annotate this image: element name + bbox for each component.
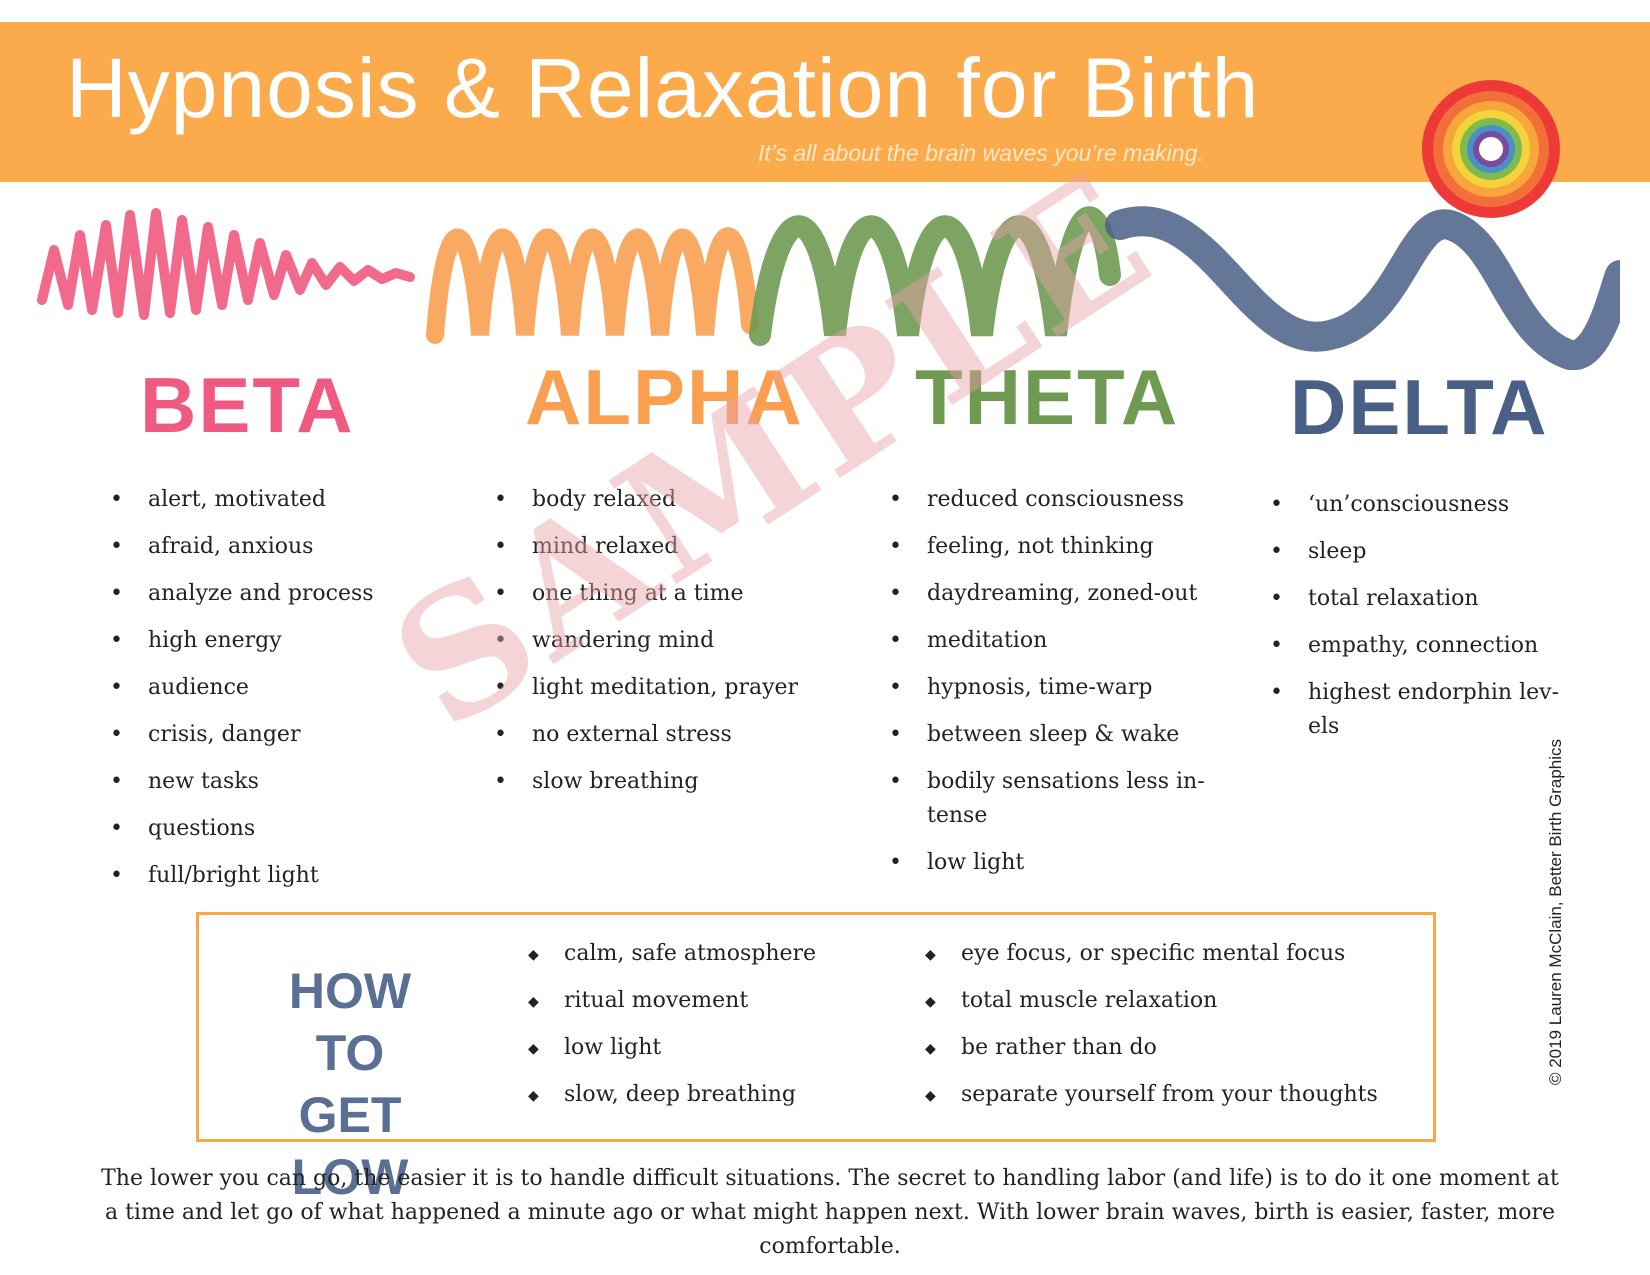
list-item: between sleep & wake <box>889 718 1219 752</box>
alpha-list: body relaxed mind relaxed one thing at a… <box>494 483 874 812</box>
list-item: slow, deep breathing <box>528 1078 908 1113</box>
theta-wave-icon <box>749 206 1121 346</box>
list-item: empathy, connection <box>1270 629 1560 663</box>
list-item: total relaxation <box>1270 582 1560 616</box>
list-item: meditation <box>889 624 1219 658</box>
how-to-list-left: calm, safe atmosphere ritual movement lo… <box>528 937 908 1125</box>
list-item: sleep <box>1270 535 1560 569</box>
brain-wave-illustration <box>37 206 1620 370</box>
delta-list: ‘un’consciousness sleep total relaxation… <box>1270 488 1560 757</box>
list-item: total muscle relaxation <box>925 984 1405 1019</box>
list-item: separate yourself from your thoughts <box>925 1078 1405 1113</box>
theta-label: THETA <box>915 353 1180 441</box>
list-item: ritual movement <box>528 984 908 1019</box>
alpha-wave-icon <box>426 227 759 344</box>
list-item: daydreaming, zoned-out <box>889 577 1219 611</box>
header-banner <box>0 22 1650 182</box>
list-item: analyze and process <box>110 577 440 611</box>
how-to-list-right: eye focus, or specific mental focus tota… <box>925 937 1405 1125</box>
list-item: questions <box>110 812 440 846</box>
list-item: high energy <box>110 624 440 658</box>
list-item: one thing at a time <box>494 577 874 611</box>
beta-list: alert, motivated afraid, anxious analyze… <box>110 483 440 906</box>
copyright-text: © 2019 Lauren McClain, Better Birth Grap… <box>1546 738 1565 1086</box>
list-item: eye focus, or specific mental focus <box>925 937 1405 972</box>
list-item: crisis, danger <box>110 718 440 752</box>
delta-label: DELTA <box>1290 363 1549 451</box>
list-item: body relaxed <box>494 483 874 517</box>
beta-wave-icon <box>37 208 415 320</box>
list-item: calm, safe atmosphere <box>528 937 908 972</box>
delta-wave-icon <box>1105 206 1620 370</box>
how-to-title-line: GET LOW <box>291 1087 409 1205</box>
list-item: be rather than do <box>925 1031 1405 1066</box>
list-item: full/bright light <box>110 859 440 893</box>
list-item: wandering mind <box>494 624 874 658</box>
list-item: slow breathing <box>494 765 874 799</box>
alpha-label: ALPHA <box>525 353 804 441</box>
rainbow-target-icon <box>1422 80 1560 218</box>
how-to-get-low-box <box>196 912 1436 1142</box>
list-item: ‘un’consciousness <box>1270 488 1560 522</box>
list-item: no external stress <box>494 718 874 752</box>
page-subtitle: It’s all about the brain waves you’re ma… <box>758 140 1204 166</box>
list-item: reduced consciousness <box>889 483 1219 517</box>
footer-text: The lower you can go, the easier it is t… <box>101 1166 1559 1259</box>
list-item: bodily sensations less in-tense <box>889 765 1219 833</box>
list-item: highest endorphin lev-els <box>1270 676 1560 744</box>
beta-label: BETA <box>140 361 355 449</box>
list-item: low light <box>889 846 1219 880</box>
list-item: feeling, not thinking <box>889 530 1219 564</box>
list-item: light meditation, prayer <box>494 671 874 705</box>
how-to-title-line: HOW TO <box>288 963 412 1081</box>
page-title: Hypnosis & Relaxation for Birth <box>66 41 1260 135</box>
list-item: alert, motivated <box>110 483 440 517</box>
theta-list: reduced consciousness feeling, not think… <box>889 483 1219 893</box>
list-item: mind relaxed <box>494 530 874 564</box>
list-item: hypnosis, time-warp <box>889 671 1219 705</box>
list-item: audience <box>110 671 440 705</box>
how-to-get-low-title: HOW TO GET LOW <box>255 960 445 1208</box>
list-item: new tasks <box>110 765 440 799</box>
list-item: afraid, anxious <box>110 530 440 564</box>
list-item: low light <box>528 1031 908 1066</box>
